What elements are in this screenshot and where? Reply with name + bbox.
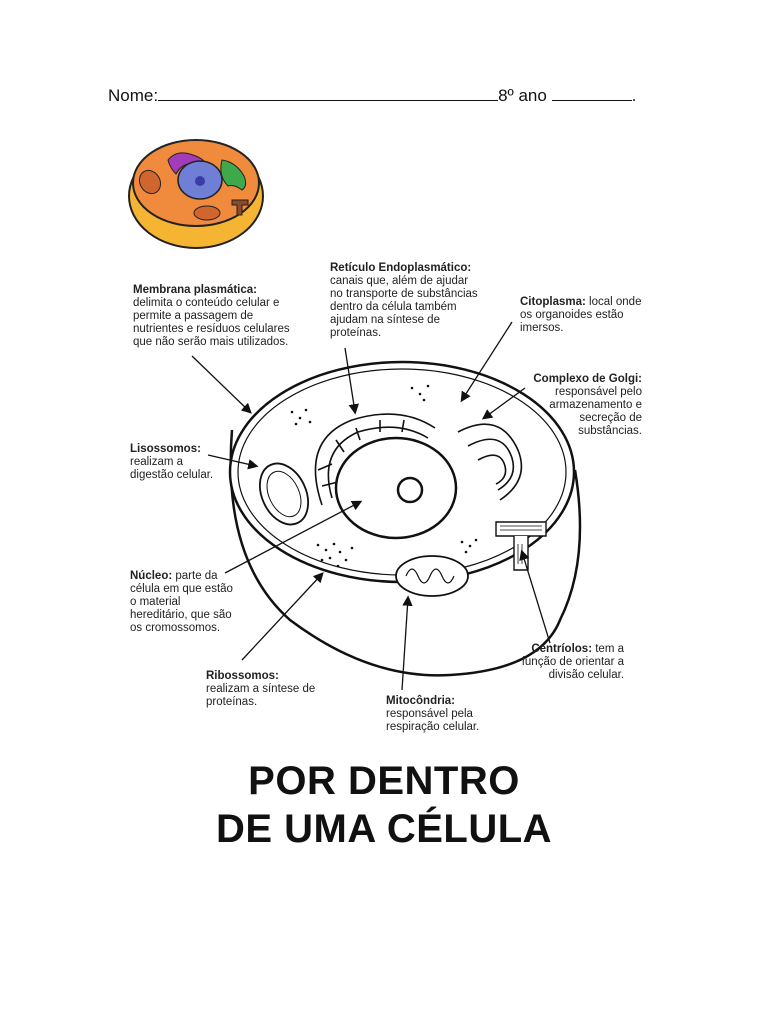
arrow-nucleo (224, 500, 363, 574)
arrow-reticulo (344, 347, 359, 415)
arrow-membrana (191, 355, 252, 414)
mitochondrion (395, 555, 469, 597)
term-citoplasma: Citoplasma: (520, 296, 586, 308)
leader-arrows (191, 321, 551, 691)
arrow-citoplasma (460, 321, 513, 403)
desc-membrana: delimita o conteúdo celular e permite a … (133, 297, 290, 348)
colored-cell-illustration (128, 139, 264, 249)
desc-nucleo: parte da célula em que estão o material … (130, 570, 233, 634)
arrow-golgi (481, 387, 526, 420)
lysosome (259, 462, 309, 526)
page-title-line-1: POR DENTRO (248, 759, 520, 803)
term-golgi: Complexo de Golgi: (533, 373, 642, 385)
term-ribossomos: Ribossomos: (206, 670, 279, 682)
colored-centriole (231, 199, 249, 216)
nucleus (334, 436, 458, 540)
label-nucleo: Núcleo: parte da célula em que estão o m… (130, 570, 240, 635)
desc-golgi: responsável pelo armazenamento e secreçã… (549, 386, 642, 437)
ribosome-dots (290, 384, 478, 568)
label-ribossomos: Ribossomos: realizam a síntese de proteí… (206, 670, 316, 709)
grade-label: 8º ano (498, 86, 547, 105)
endoplasmic-reticulum (314, 413, 436, 506)
arrow-mitocondria (401, 595, 413, 691)
name-blank[interactable] (158, 86, 499, 101)
name-line: Nome: 8º ano . (108, 86, 636, 106)
label-golgi: Complexo de Golgi: responsável pelo arma… (520, 373, 642, 438)
desc-reticulo: canais que, além de ajudar no transporte… (330, 275, 478, 339)
label-centriolos: Centríolos: tem a função de orientar a d… (508, 643, 624, 682)
label-membrana: Membrana plasmática: delimita o conteúdo… (133, 284, 303, 349)
page-title-line-2: DE UMA CÉLULA (215, 807, 553, 851)
colored-lysosome (138, 169, 162, 195)
term-mitocondria: Mitocôndria: (386, 695, 455, 707)
term-reticulo: Retículo Endoplasmático: (330, 262, 472, 274)
grade-blank[interactable] (551, 86, 632, 101)
label-lisossomos: Lisossomos: realizam a digestão celular. (130, 443, 225, 482)
cell-side-wall (229, 429, 582, 677)
desc-ribossomos: realizam a síntese de proteínas. (206, 683, 316, 708)
desc-mitocondria: responsável pela respiração celular. (386, 708, 480, 733)
arrow-centriolos (519, 549, 551, 644)
term-centriolos: Centríolos: (531, 643, 593, 655)
colored-mitochondrion (193, 205, 221, 221)
nucleolus (396, 476, 424, 504)
colored-nucleolus (195, 176, 205, 186)
label-mitocondria: Mitocôndria: responsável pela respiração… (386, 695, 496, 734)
term-lisossomos: Lisossomos: (130, 443, 201, 455)
arrow-ribossomos (241, 572, 324, 661)
golgi-complex (457, 423, 523, 501)
term-membrana: Membrana plasmática: (133, 284, 257, 296)
name-label: Nome: (108, 86, 159, 105)
desc-citoplasma: local onde os organoides estão imersos. (520, 296, 642, 334)
arrow-lisossomos (207, 454, 259, 470)
term-nucleo: Núcleo: (130, 570, 173, 582)
colored-golgi (220, 159, 247, 191)
end-mark: . (631, 86, 637, 105)
label-reticulo: Retículo Endoplasmático: canais que, alé… (330, 262, 480, 340)
desc-centriolos: tem a função de orientar a divisão celul… (521, 643, 624, 681)
label-citoplasma: Citoplasma: local onde os organoides est… (520, 296, 645, 335)
desc-lisossomos: realizam a digestão celular. (130, 456, 214, 481)
